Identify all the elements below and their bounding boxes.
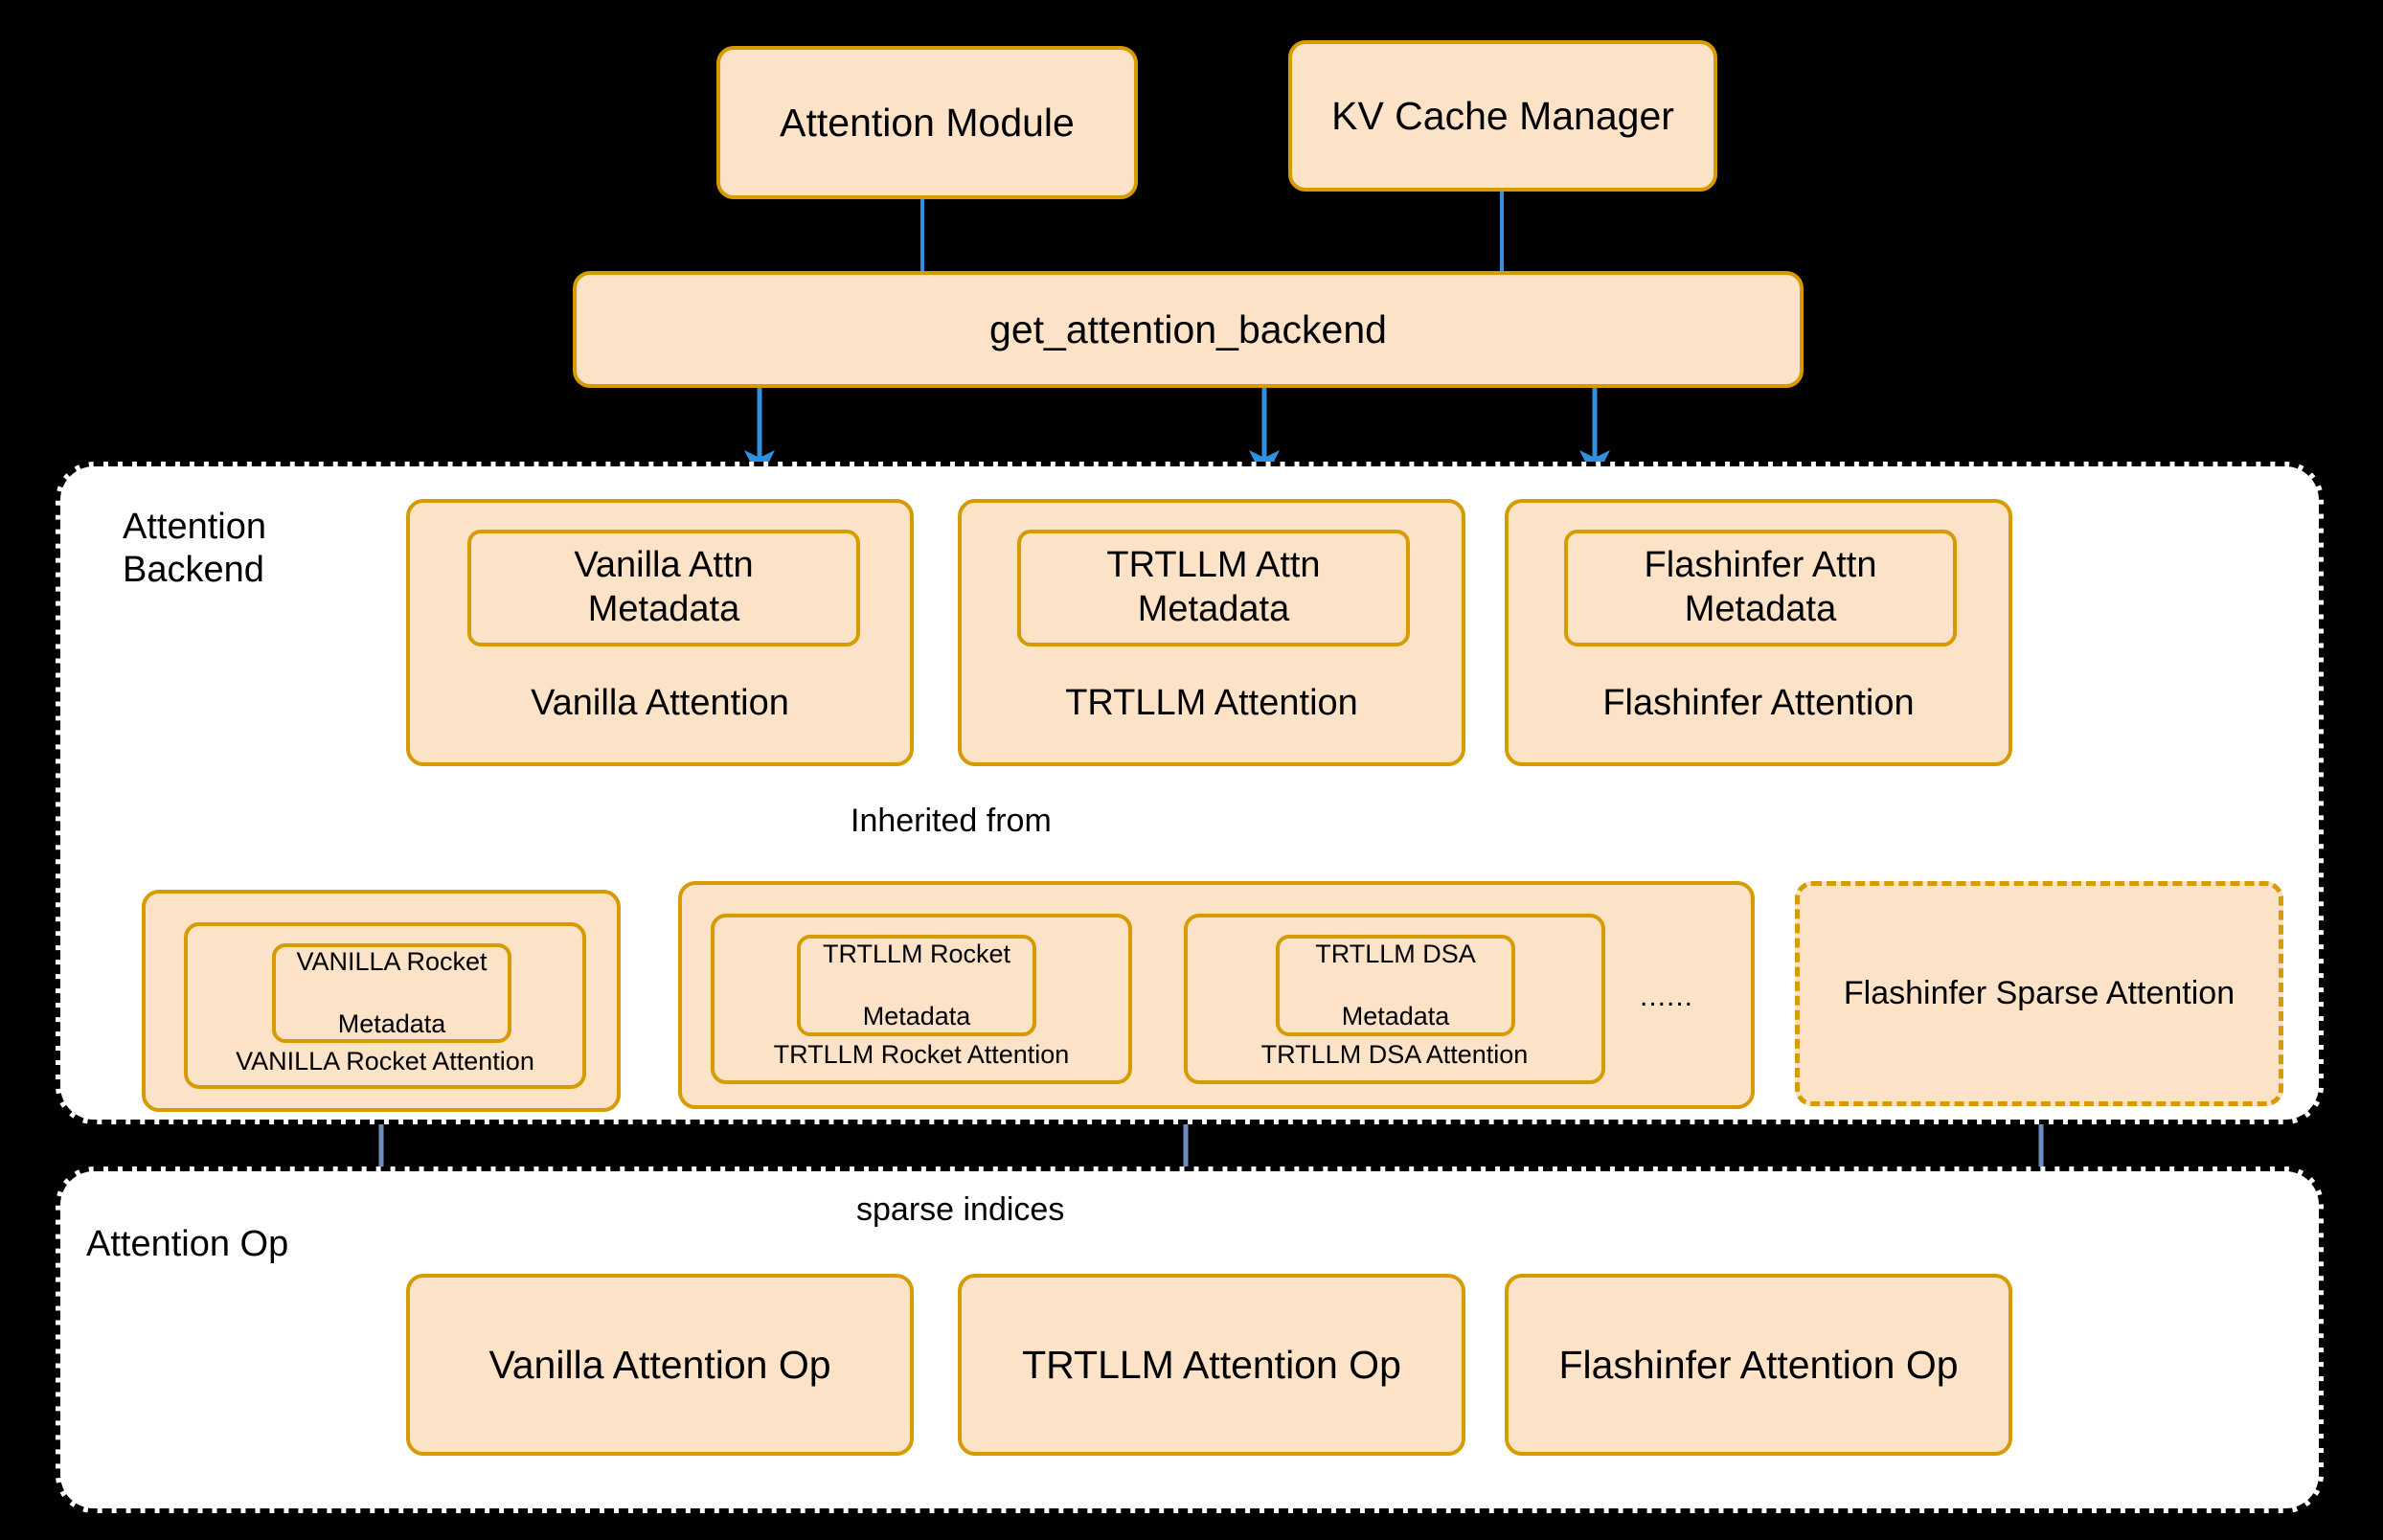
get-attention-backend-box[interactable]: get_attention_backend <box>573 271 1804 388</box>
trtllm-dsa-metadata-chip[interactable]: TRTLLM DSA Metadata <box>1276 935 1515 1036</box>
attention-module-box[interactable]: Attention Module <box>716 46 1138 199</box>
trtllm-attention-backend-box[interactable]: TRTLLM Attn Metadata TRTLLM Attention <box>958 499 1465 766</box>
inherited-from-label: Inherited from <box>851 803 1052 839</box>
attention-op-section-label: Attention Op <box>86 1224 289 1264</box>
flashinfer-sparse-attention-label: Flashinfer Sparse Attention <box>1843 975 2235 1011</box>
kv-cache-manager-label: KV Cache Manager <box>1331 93 1674 138</box>
flashinfer-attention-caption: Flashinfer Attention <box>1602 683 1915 723</box>
flashinfer-attn-metadata-chip[interactable]: Flashinfer Attn Metadata <box>1564 530 1957 646</box>
attention-backend-section-label: Attention Backend <box>123 507 266 590</box>
flashinfer-sparse-attention-box[interactable]: Flashinfer Sparse Attention <box>1795 881 2283 1106</box>
vanilla-rocket-attention-box[interactable]: VANILLA Rocket Metadata VANILLA Rocket A… <box>184 922 586 1089</box>
sparse-indices-label: sparse indices <box>856 1191 1065 1228</box>
vanilla-attention-backend-box[interactable]: Vanilla Attn Metadata Vanilla Attention <box>406 499 914 766</box>
flashinfer-attention-op-label: Flashinfer Attention Op <box>1558 1342 1959 1387</box>
vanilla-attention-caption: Vanilla Attention <box>531 683 789 723</box>
trtllm-rocket-attention-box[interactable]: TRTLLM Rocket Metadata TRTLLM Rocket Att… <box>711 914 1132 1084</box>
vanilla-attn-metadata-chip[interactable]: Vanilla Attn Metadata <box>467 530 860 646</box>
vanilla-attention-op-box[interactable]: Vanilla Attention Op <box>406 1274 914 1456</box>
get-attention-backend-label: get_attention_backend <box>989 306 1387 351</box>
trtllm-attention-op-label: TRTLLM Attention Op <box>1022 1342 1401 1387</box>
trtllm-rocket-attention-caption: TRTLLM Rocket Attention <box>773 1040 1070 1069</box>
trtllm-attn-metadata-chip[interactable]: TRTLLM Attn Metadata <box>1017 530 1410 646</box>
flashinfer-attention-backend-box[interactable]: Flashinfer Attn Metadata Flashinfer Atte… <box>1505 499 2012 766</box>
vanilla-rocket-metadata-chip[interactable]: VANILLA Rocket Metadata <box>272 943 511 1043</box>
trtllm-rocket-metadata-chip[interactable]: TRTLLM Rocket Metadata <box>797 935 1036 1036</box>
trtllm-attention-op-box[interactable]: TRTLLM Attention Op <box>958 1274 1465 1456</box>
trtllm-sparse-group: TRTLLM Rocket Metadata TRTLLM Rocket Att… <box>678 881 1755 1109</box>
trtllm-dsa-attention-box[interactable]: TRTLLM DSA Metadata TRTLLM DSA Attention <box>1184 914 1605 1084</box>
trtllm-attention-caption: TRTLLM Attention <box>1065 683 1358 723</box>
vanilla-attention-op-label: Vanilla Attention Op <box>488 1342 831 1387</box>
kv-cache-manager-box[interactable]: KV Cache Manager <box>1288 40 1717 192</box>
trtllm-group-ellipsis: ...... <box>1640 981 1694 1012</box>
vanilla-rocket-attention-caption: VANILLA Rocket Attention <box>236 1047 534 1076</box>
vanilla-sparse-group: VANILLA Rocket Metadata VANILLA Rocket A… <box>142 890 621 1112</box>
attention-module-label: Attention Module <box>780 100 1075 145</box>
trtllm-dsa-attention-caption: TRTLLM DSA Attention <box>1260 1040 1529 1069</box>
flashinfer-attention-op-box[interactable]: Flashinfer Attention Op <box>1505 1274 2012 1456</box>
